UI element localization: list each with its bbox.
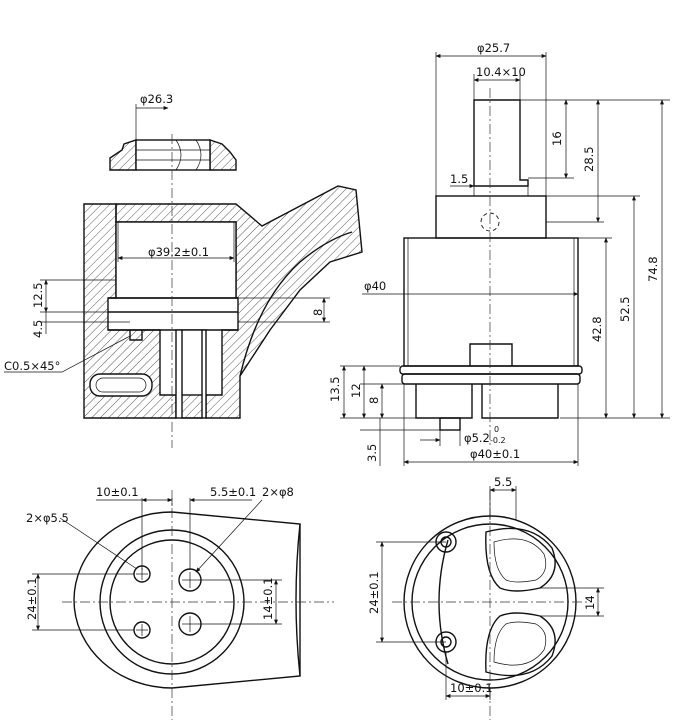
plan-dim-24-label: 24±0.1 [25, 577, 39, 620]
dim-3-5-label: 3.5 [365, 444, 379, 462]
nut-diameter-label: φ26.3 [140, 92, 173, 106]
dim-13-5-label: 13.5 [328, 376, 342, 402]
pin-tolerance-upper: 0 [494, 425, 499, 434]
chamfer-label: C0.5×45° [4, 359, 60, 373]
plan-right-dimensions [376, 486, 604, 700]
right-dimensions [340, 52, 670, 466]
bore-diameter-label: φ39.2±0.1 [148, 245, 209, 259]
plan-dim-5-5-label: 5.5±0.1 [210, 485, 256, 499]
pin-tolerance-lower: -0.2 [490, 436, 506, 445]
cplan-dim-14-label: 14 [583, 595, 597, 610]
cartridge-elevation [399, 99, 583, 431]
plan-holes-5-5-label: 2×φ5.5 [26, 511, 69, 525]
dim-74-8-label: 74.8 [646, 256, 660, 282]
body-diameter-label: φ40 [364, 279, 386, 293]
dim-8-right-label: 8 [367, 397, 381, 404]
dim-52-5-label: 52.5 [618, 296, 632, 322]
dim-12-5-label: 12.5 [31, 282, 45, 308]
stem-spline-label: 10.4×10 [476, 65, 526, 79]
dim-12-label: 12 [349, 383, 363, 398]
plan-left-dimensions [32, 498, 282, 631]
nut-part [109, 104, 237, 171]
base-diameter-label: φ40±0.1 [470, 447, 520, 461]
dim-16-label: 16 [550, 131, 564, 146]
body-diameter-top-label: φ25.7 [477, 41, 510, 55]
cplan-dim-10-label: 10±0.1 [450, 681, 493, 695]
housing-section [83, 185, 363, 419]
dim-8-label: 8 [311, 309, 325, 316]
dim-1-5-label: 1.5 [450, 172, 468, 186]
plan-dim-14-label: 14±0.1 [261, 577, 275, 620]
plan-holes-8-label: 2×φ8 [262, 485, 294, 499]
left-dimensions [4, 222, 330, 373]
dim-28-5-label: 28.5 [582, 146, 596, 172]
cplan-dim-5-5-label: 5.5 [494, 475, 512, 489]
plan-dim-10-label: 10±0.1 [96, 485, 139, 499]
pin-diameter-label: φ5.2 [464, 431, 490, 445]
dim-4-5-label: 4.5 [31, 320, 45, 338]
cplan-dim-24-label: 24±0.1 [367, 571, 381, 614]
dim-42-8-label: 42.8 [590, 316, 604, 342]
